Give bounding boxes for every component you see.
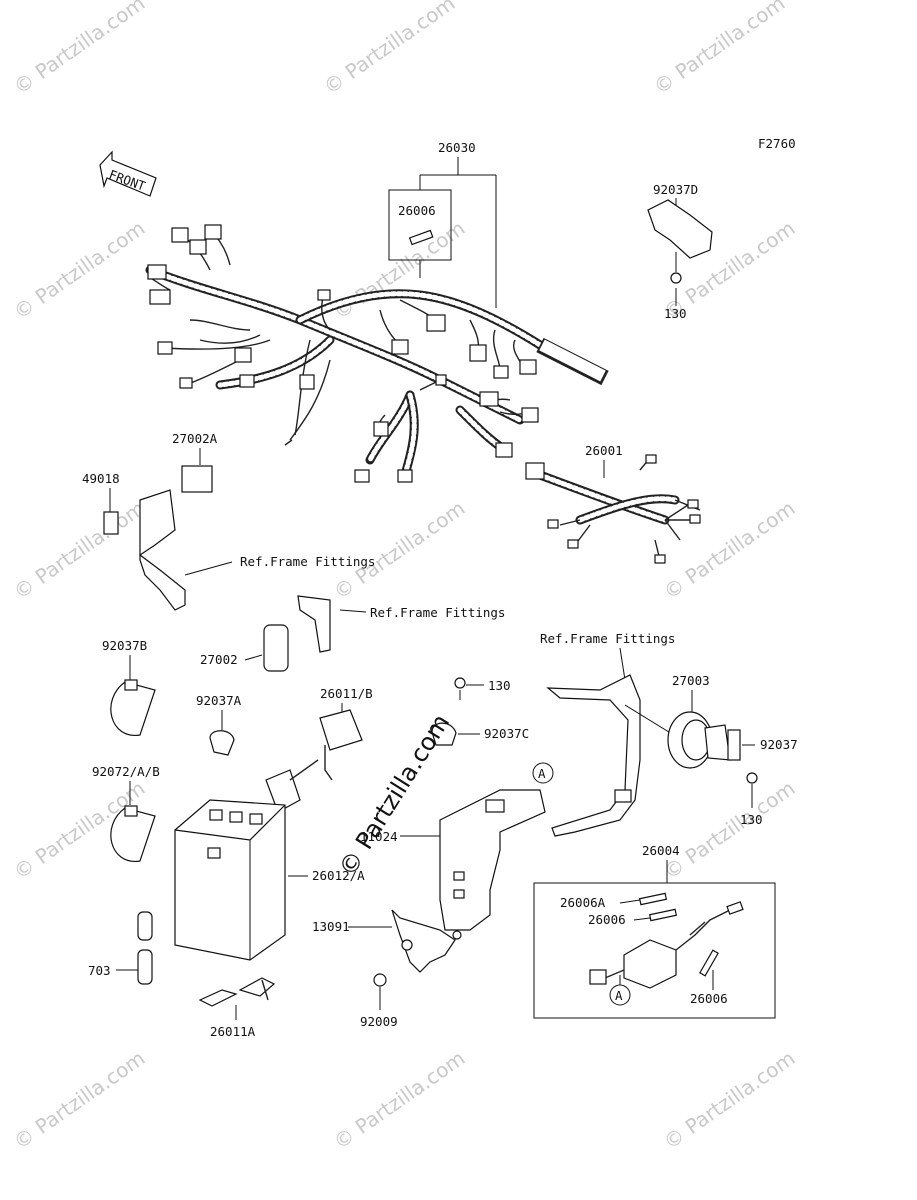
svg-text:26006A: 26006A <box>560 895 606 910</box>
svg-text:26011/B: 26011/B <box>320 686 373 701</box>
junction-box-26004: 26004 26006A 26006 26006 A <box>533 843 776 1019</box>
svg-text:130: 130 <box>488 678 511 693</box>
svg-text:703: 703 <box>88 963 111 978</box>
relay-bracket: 27002A 49018 Ref.Frame Fittings <box>82 431 375 611</box>
watermark: © Partzilla.com <box>9 496 149 604</box>
relay-27002: Ref.Frame Fittings 27002 <box>200 595 505 672</box>
svg-text:130: 130 <box>740 812 763 827</box>
terminals: 92037A 26011/B <box>196 686 373 813</box>
battery-case-11024: A 11024 © Partzilla.com <box>333 709 554 931</box>
svg-text:49018: 49018 <box>82 471 120 486</box>
svg-text:26001: 26001 <box>585 443 623 458</box>
svg-text:A: A <box>538 766 546 781</box>
bracket-13091: 13091 92009 <box>312 909 462 1029</box>
svg-text:26006: 26006 <box>690 991 728 1006</box>
battery-leads: 26011A <box>198 977 276 1039</box>
watermark: © Partzilla.com <box>329 496 469 604</box>
clamps-left: 92037B 92072/A/B 703 <box>88 638 160 985</box>
svg-text:27003: 27003 <box>672 673 710 688</box>
front-arrow: FRONT <box>99 150 157 197</box>
main-harness <box>145 224 609 483</box>
watermark: © Partzilla.com <box>9 216 149 324</box>
watermark: © Partzilla.com <box>659 1046 799 1154</box>
svg-text:27002: 27002 <box>200 652 238 667</box>
callout-92037d: 92037D 130 <box>647 182 713 321</box>
svg-text:11024: 11024 <box>360 829 398 844</box>
watermark: © Partzilla.com <box>329 216 469 324</box>
svg-text:26006: 26006 <box>588 912 626 927</box>
sub-harness-26001: 26001 <box>525 443 701 564</box>
figure-code: F2760 <box>758 136 796 151</box>
bolts-mid: 130 92037C <box>431 677 529 746</box>
svg-text:92037D: 92037D <box>653 182 698 197</box>
watermark: © Partzilla.com <box>319 0 459 99</box>
watermark: © Partzilla.com <box>329 1046 469 1154</box>
watermark: © Partzilla.com <box>9 0 149 99</box>
svg-text:26004: 26004 <box>642 843 680 858</box>
watermark: © Partzilla.com <box>659 776 799 884</box>
callout-26030: 26030 26006 <box>388 140 497 308</box>
svg-text:92037A: 92037A <box>196 693 242 708</box>
svg-text:92037B: 92037B <box>102 638 147 653</box>
svg-text:92072/A/B: 92072/A/B <box>92 764 160 779</box>
svg-text:27002A: 27002A <box>172 431 218 446</box>
svg-text:13091: 13091 <box>312 919 350 934</box>
watermark: © Partzilla.com <box>9 1046 149 1154</box>
svg-text:26011A: 26011A <box>210 1024 256 1039</box>
svg-text:92037C: 92037C <box>484 726 529 741</box>
svg-text:92037: 92037 <box>760 737 798 752</box>
svg-text:26030: 26030 <box>438 140 476 155</box>
horn-bracket: Ref.Frame Fittings <box>540 631 691 837</box>
svg-text:Ref.Frame Fittings: Ref.Frame Fittings <box>370 605 505 620</box>
svg-text:26012/A: 26012/A <box>312 868 365 883</box>
svg-text:130: 130 <box>664 306 687 321</box>
watermark: © Partzilla.com <box>649 0 789 99</box>
svg-text:A: A <box>615 988 623 1003</box>
watermark: © Partzilla.com <box>659 496 799 604</box>
svg-text:26006: 26006 <box>398 203 436 218</box>
svg-text:Ref.Frame Fittings: Ref.Frame Fittings <box>540 631 675 646</box>
battery-26012: 26012/A <box>174 799 365 961</box>
svg-text:92009: 92009 <box>360 1014 398 1029</box>
svg-text:Ref.Frame Fittings: Ref.Frame Fittings <box>240 554 375 569</box>
horn-27003: 27003 92037 130 <box>667 673 798 827</box>
